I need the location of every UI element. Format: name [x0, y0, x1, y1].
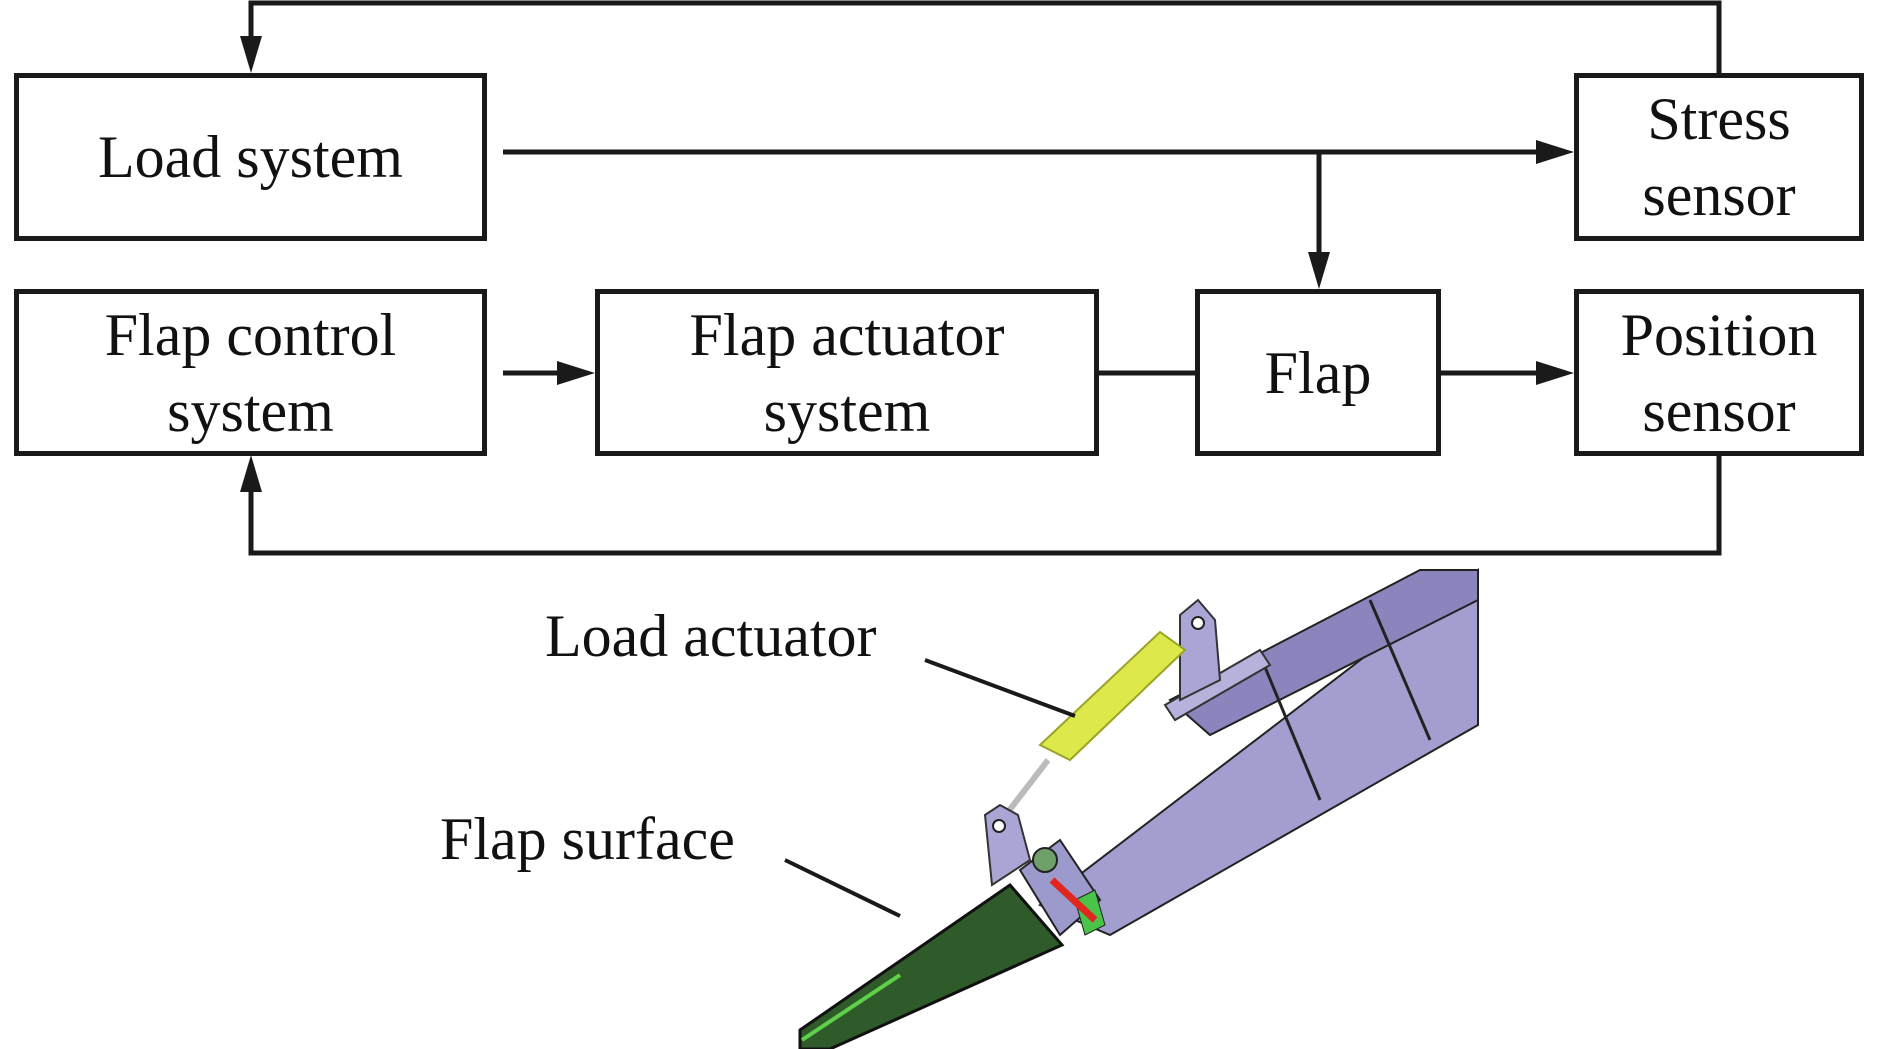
stress-sensor-label-line1: Stress	[1647, 86, 1791, 152]
flap-surface	[798, 883, 1065, 1049]
arrowhead-down-load	[240, 36, 262, 73]
arrowhead-up-control	[240, 455, 262, 492]
stress-sensor-block: Stress sensor	[1574, 73, 1864, 241]
flap-control-label-line1: Flap control	[104, 301, 397, 368]
flap-block: Flap	[1195, 289, 1441, 456]
position-sensor-block: Position sensor	[1574, 289, 1864, 456]
feedback-line-position-to-control	[248, 455, 1722, 556]
load-actuator-callout: Load actuator	[545, 603, 877, 669]
flap-control-system-block: Flap control system	[14, 289, 487, 456]
upper-pivot-icon	[1191, 616, 1205, 630]
upper-bracket	[1179, 598, 1222, 702]
mount-flange	[1163, 648, 1272, 722]
position-sensor-label-line2: sensor	[1642, 377, 1796, 444]
flap-control-label-line2: system	[167, 377, 334, 444]
lower-pivot-icon	[992, 819, 1006, 833]
arrowhead-right-actuator	[557, 361, 595, 385]
leader-flap-surface	[784, 858, 901, 918]
flap-surface-callout: Flap surface	[440, 806, 735, 872]
wing-structure-upper-skin	[1168, 569, 1479, 737]
flap-actuator-label-line2: system	[763, 377, 931, 444]
leader-load-actuator	[924, 658, 1076, 718]
load-actuator-rod	[1005, 758, 1051, 814]
wing-rib	[1258, 654, 1322, 801]
load-system-block: Load system	[14, 73, 487, 241]
flap-label: Flap	[1264, 339, 1372, 406]
hinge-bearing-icon	[1032, 847, 1058, 873]
load-system-label: Load system	[98, 124, 403, 190]
flap-actuator-system-block: Flap actuator system	[595, 289, 1099, 456]
load-actuator-cylinder	[1038, 630, 1187, 762]
flap-cad-illustration	[784, 567, 1479, 1049]
arrowhead-right-position	[1536, 361, 1574, 385]
wing-rib-2	[1368, 599, 1432, 741]
stress-sensor-label-line2: sensor	[1642, 162, 1796, 228]
position-sensor-label-line1: Position	[1620, 301, 1818, 368]
flap-actuator-label-line1: Flap actuator	[689, 301, 1005, 368]
red-link	[1049, 877, 1098, 923]
arrowhead-down-flap	[1308, 252, 1330, 289]
feedback-line-stress-to-load	[248, 0, 1722, 73]
arrowhead-right-stress	[1536, 140, 1574, 164]
flap-edge-highlight	[800, 973, 902, 1042]
